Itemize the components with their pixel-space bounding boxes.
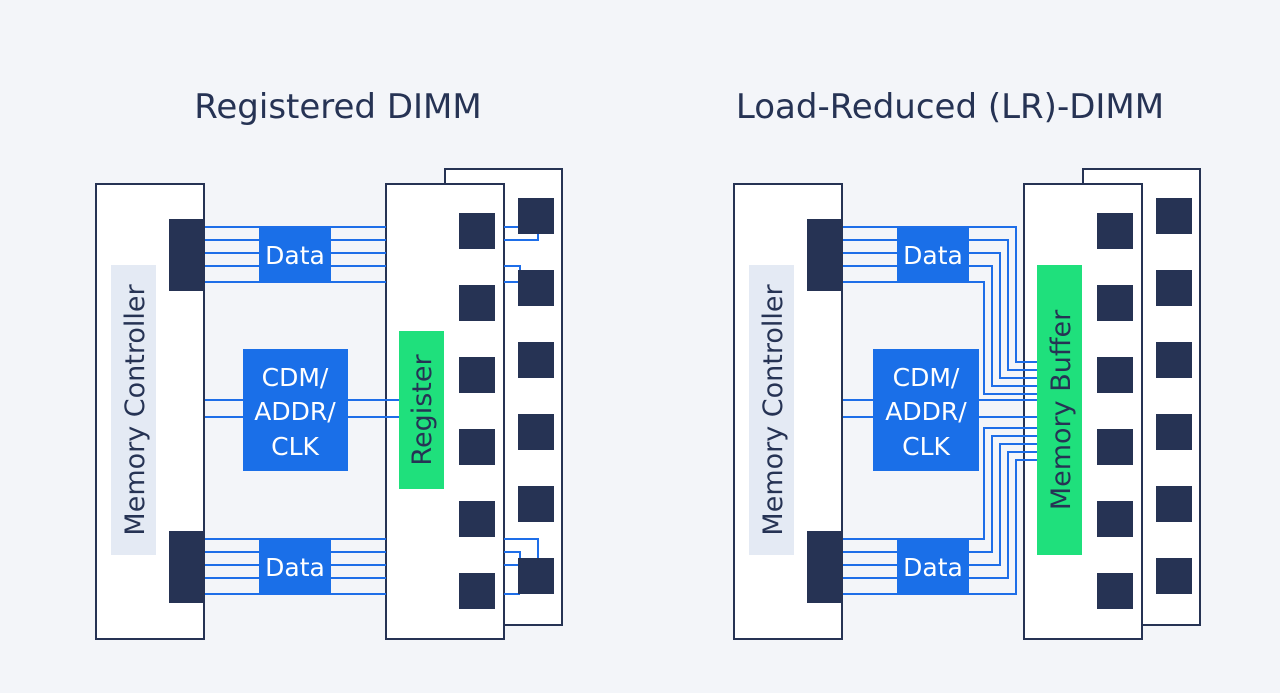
memory-buffer-box (1037, 265, 1082, 555)
data-label-bottom: Data (903, 553, 963, 582)
dram-chip (518, 198, 554, 234)
data-box-top (259, 228, 331, 282)
dram-chip (1097, 213, 1133, 249)
memory-controller-label-bg (111, 265, 156, 555)
cmd-label-line3: CLK (902, 432, 950, 461)
controller-data-port-top (807, 219, 843, 291)
dram-chip (518, 486, 554, 522)
cmd-label-line1: CDM/ (262, 363, 329, 392)
dram-chip (459, 357, 495, 393)
memory-controller-label: Memory Controller (758, 284, 789, 536)
cmd-label-line3: CLK (271, 432, 319, 461)
lr-dimm-panel: Load-Reduced (LR)-DIMM Memory Controller… (733, 87, 1201, 640)
lr-dimm-title: Load-Reduced (LR)-DIMM (736, 87, 1164, 127)
memory-controller-label-bg (749, 265, 794, 555)
dram-chip (1156, 342, 1192, 378)
registered-dimm-panel: Registered DIMM Memory Controller Data (95, 87, 563, 640)
dram-chip (1156, 198, 1192, 234)
dram-chip (1097, 429, 1133, 465)
register-box (399, 331, 444, 489)
dram-chip (459, 573, 495, 609)
dram-chip (518, 342, 554, 378)
dram-chip (1156, 486, 1192, 522)
memory-buffer-label: Memory Buffer (1046, 309, 1077, 510)
data-label-bottom: Data (265, 553, 325, 582)
front-rank-chips (1097, 213, 1133, 609)
data-box-top (897, 228, 969, 282)
dram-chip (459, 429, 495, 465)
dram-chip (1097, 285, 1133, 321)
memory-controller-label: Memory Controller (120, 284, 151, 536)
data-box-bottom (259, 540, 331, 594)
register-label: Register (407, 354, 438, 466)
dram-chip (518, 270, 554, 306)
cmd-addr-clk-box (243, 349, 348, 471)
dram-chip (1156, 270, 1192, 306)
cmd-label-line2: ADDR/ (885, 397, 967, 426)
data-label-top: Data (265, 241, 325, 270)
controller-data-port-bottom (807, 531, 843, 603)
data-label-top: Data (903, 241, 963, 270)
registered-dimm-title: Registered DIMM (194, 87, 481, 127)
data-box-bottom (897, 540, 969, 594)
cmd-label-line2: ADDR/ (254, 397, 336, 426)
controller-data-port-bottom (169, 531, 205, 603)
back-rank-chips (1156, 198, 1192, 594)
cmd-label-line1: CDM/ (893, 363, 960, 392)
dram-chip (459, 501, 495, 537)
back-rank-chips (518, 198, 554, 594)
dram-chip (1156, 414, 1192, 450)
controller-data-port-top (169, 219, 205, 291)
dram-chip (459, 285, 495, 321)
dram-chip (1156, 558, 1192, 594)
front-rank-chips (459, 213, 495, 609)
dram-chip (518, 414, 554, 450)
dram-chip (1097, 357, 1133, 393)
dram-chip (459, 213, 495, 249)
dram-chip (1097, 573, 1133, 609)
cmd-addr-clk-box (873, 349, 979, 471)
dram-chip (518, 558, 554, 594)
dram-chip (1097, 501, 1133, 537)
